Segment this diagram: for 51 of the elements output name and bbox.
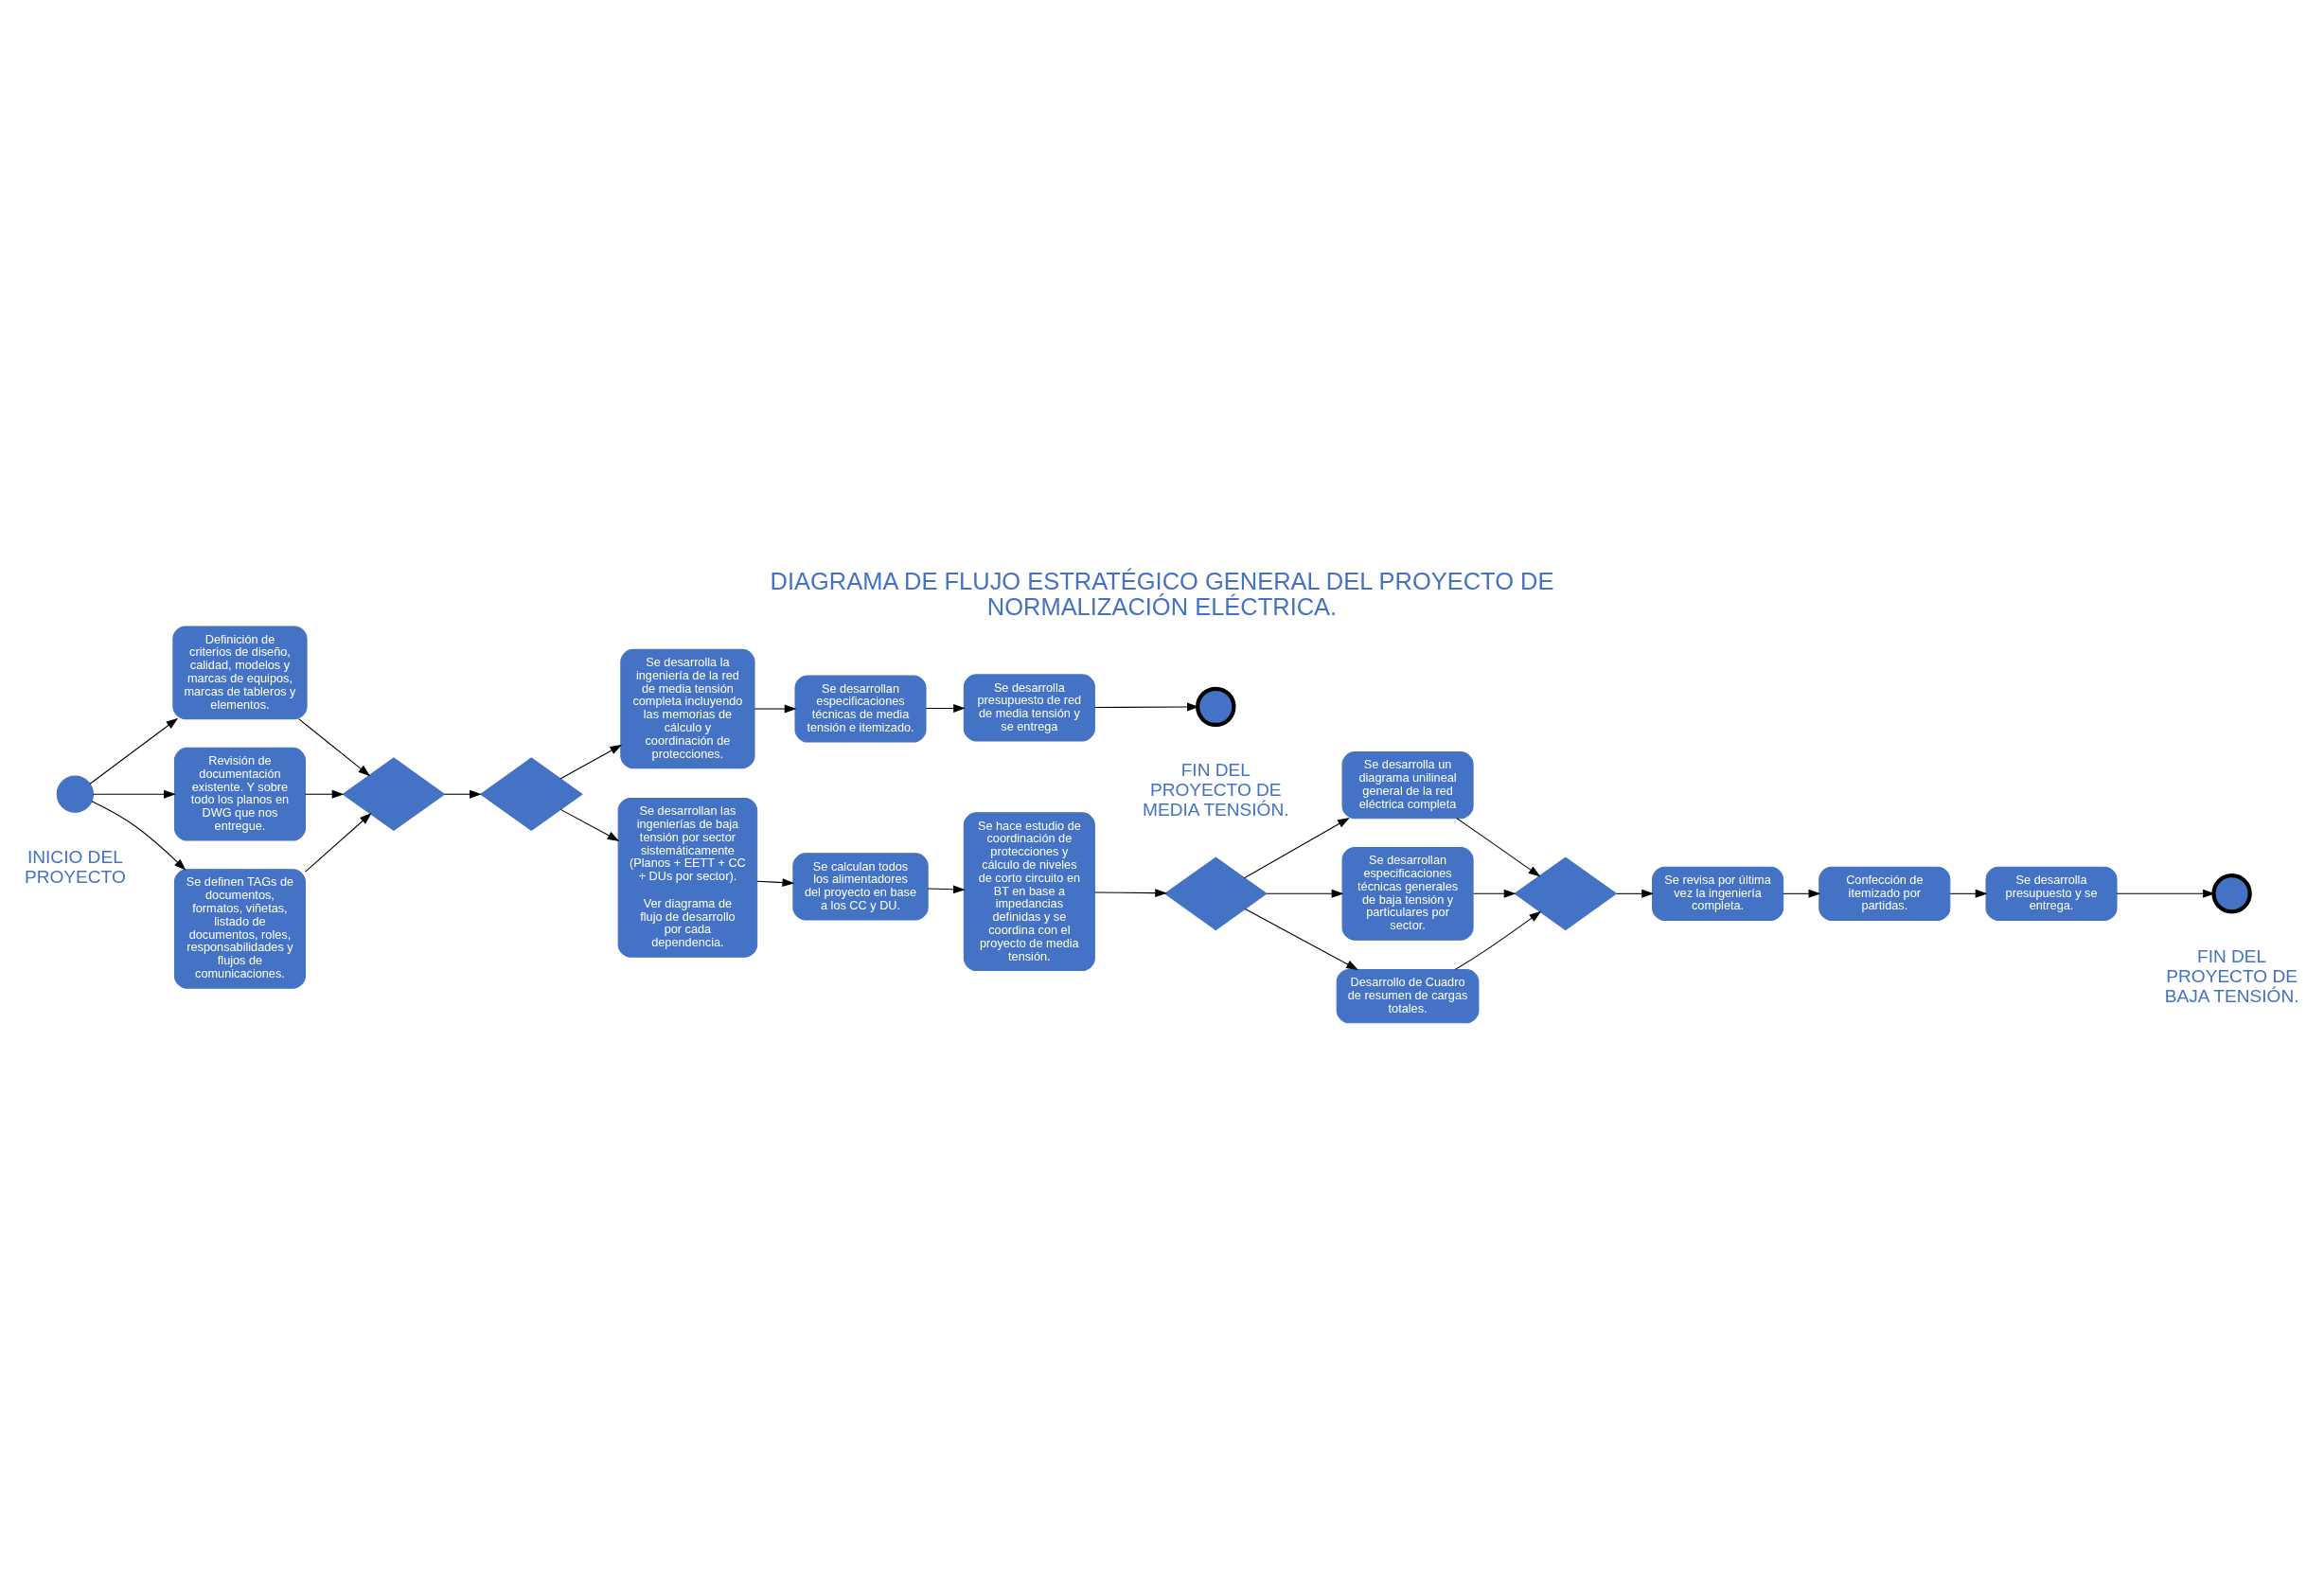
node-diamond bbox=[342, 756, 446, 831]
node-label: FIN DEL PROYECTO DE MEDIA TENSIÓN. bbox=[1143, 758, 1289, 820]
arrow bbox=[1454, 910, 1542, 970]
node-box: Se desarrollan especificaciones técnicas de media tensión e itemizado. bbox=[794, 674, 927, 743]
arrow bbox=[92, 789, 176, 799]
arrow bbox=[2116, 889, 2215, 898]
arrow bbox=[927, 884, 966, 893]
arrow bbox=[1949, 889, 1988, 898]
node-circle bbox=[56, 775, 94, 813]
arrow bbox=[1616, 889, 1654, 898]
arrow bbox=[559, 744, 623, 779]
arrow bbox=[305, 812, 372, 873]
node-label: INICIO DEL PROYECTO bbox=[24, 846, 126, 887]
arrow bbox=[305, 789, 345, 799]
node-box: Se desarrolla presupuesto de red de media tensión y se entrega bbox=[963, 673, 1095, 741]
arrow bbox=[89, 717, 179, 785]
arrow bbox=[1244, 817, 1350, 878]
arrow bbox=[1094, 888, 1168, 897]
node-box: Revisión de documentación existente. Y sobre todo los planos en DWG que nos entregue. bbox=[173, 747, 306, 841]
node-box: Se hace estudio de coordinación de protecciones y cálculo de niveles de corto circuito en BT en base a impedancias definidas y se coordina con el proyecto de media tensión. bbox=[963, 811, 1095, 971]
node-circle bbox=[2211, 873, 2252, 914]
node-box: Desarrollo de Cuadro de resumen de cargas totales. bbox=[1336, 968, 1480, 1023]
node-circle bbox=[1196, 686, 1236, 727]
node-box: Se definen TAGs de documentos, formatos, viñetas, listado de documentos, roles, responsabilidades y flujos de comunicaciones. bbox=[173, 868, 306, 989]
arrow bbox=[1094, 702, 1199, 711]
arrow bbox=[1456, 817, 1541, 877]
node-box: Se calculan todos los alimentadores del proyecto en base a los CC y DU. bbox=[792, 852, 929, 920]
arrow bbox=[1783, 889, 1821, 898]
arrow bbox=[559, 808, 620, 841]
node-label: FIN DEL PROYECTO DE BAJA TENSIÓN. bbox=[2164, 945, 2299, 1006]
arrow bbox=[91, 800, 186, 871]
arrow bbox=[443, 789, 482, 799]
node-box: Se revisa por última vez la ingeniería completa. bbox=[1652, 866, 1784, 921]
arrow bbox=[754, 704, 797, 713]
node-box: Confección de itemizado por partidas. bbox=[1818, 866, 1951, 921]
arrow bbox=[298, 717, 371, 776]
diagram-title: DIAGRAMA DE FLUJO ESTRATÉGICO GENERAL DEL PROYECTO DE NORMALIZACIÓN ELÉCTRICA. bbox=[770, 567, 1554, 620]
arrow bbox=[1472, 889, 1517, 898]
node-box: Se desarrollan especificaciones técnicas generales de baja tensión y particulares por sector. bbox=[1341, 846, 1474, 941]
node-box: Definición de criterios de diseño, calidad, modelos y marcas de equipos, marcas de tableros y elementos. bbox=[172, 625, 308, 719]
arrow bbox=[1244, 908, 1358, 970]
node-box: Se desarrolla la ingeniería de la red de media tensión completa incluyendo las memorias de cálculo y coordinación de protecciones. bbox=[620, 648, 755, 768]
arrow bbox=[925, 703, 966, 713]
node-box: Se desarrolla presupuesto y se entrega. bbox=[1985, 866, 2118, 921]
node-box: Se desarrolla un diagrama unilineal general de la red eléctrica completa bbox=[1341, 750, 1474, 819]
node-diamond bbox=[479, 756, 583, 831]
node-box: Se desarrollan las ingenierías de baja tensión por sector sistemáticamente (Planos + EETT + CC + DUs por sector). Ver diagrama de flujo de desarrollo por cada dependencia. bbox=[617, 797, 758, 958]
node-diamond bbox=[1514, 856, 1618, 930]
arrow bbox=[756, 877, 795, 887]
node-diamond bbox=[1163, 856, 1268, 930]
arrow bbox=[1266, 889, 1344, 898]
